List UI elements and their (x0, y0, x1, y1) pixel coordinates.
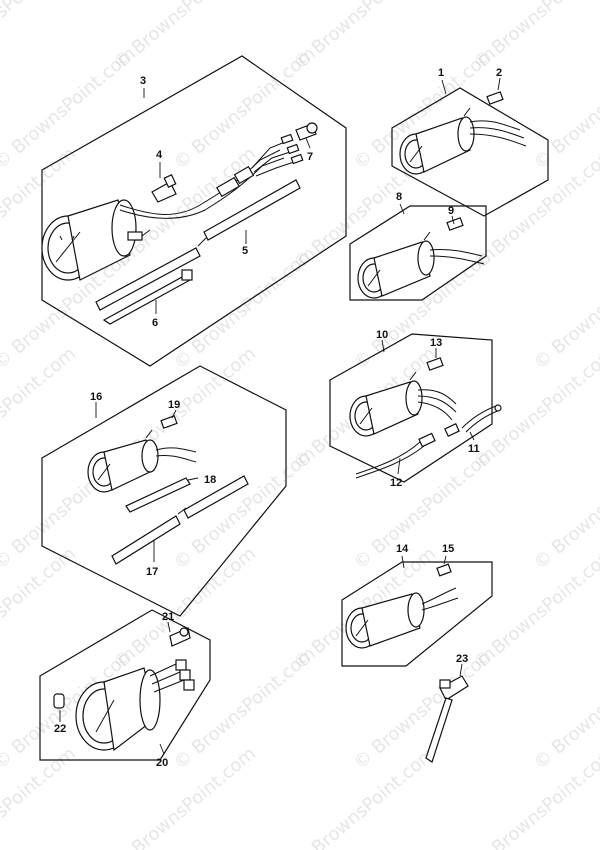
callout-7: 7 (307, 151, 313, 163)
callout-8: 8 (396, 191, 402, 203)
tube-5-illustration (95, 179, 301, 311)
callout-1: 1 (438, 67, 444, 79)
callout-14: 14 (396, 543, 409, 555)
watermark-text: © BrownsPoint.com (0, 0, 80, 74)
callout-5: 5 (242, 245, 248, 257)
callout-9: 9 (448, 205, 454, 217)
group-16-outline (41, 365, 287, 617)
callout-16: 16 (90, 391, 102, 403)
group-20-gauge-kit (39, 609, 211, 761)
part-23-illustration (425, 663, 469, 763)
group-1-outline (391, 87, 549, 217)
callout-4: 4 (156, 149, 163, 161)
group-16-gauge-kit (41, 365, 287, 617)
group-8-gauge-kit (349, 203, 487, 301)
callout-13: 13 (430, 337, 442, 349)
watermark-text: © BrownsPoint.com (530, 443, 600, 574)
callout-12: 12 (390, 477, 402, 489)
group-14-gauge-kit (341, 555, 493, 667)
callout-17: 17 (146, 566, 158, 578)
callout-15: 15 (442, 543, 454, 555)
group-3-outline (41, 55, 347, 367)
bulb-4-illustration (151, 173, 177, 203)
group-14-outline (341, 561, 493, 667)
callout-19: 19 (168, 399, 180, 411)
group-20-outline (39, 609, 211, 761)
group-10-gauge-kit (329, 333, 502, 483)
socket-7-illustration (295, 122, 318, 141)
group-8-outline (349, 205, 487, 301)
callout-22: 22 (54, 723, 66, 735)
gauge-3-illustration (41, 133, 304, 281)
callout-18: 18 (204, 474, 216, 486)
group-1-gauge-kit (391, 77, 549, 217)
tie-6-illustration (102, 269, 193, 325)
callout-20: 20 (156, 757, 168, 769)
callout-21: 21 (162, 611, 174, 623)
watermark-text: © BrownsPoint.com (530, 243, 600, 374)
watermark-text: © BrownsPoint.com (530, 643, 600, 774)
watermark-text: © BrownsPoint.com (530, 43, 600, 174)
callout-6: 6 (152, 317, 158, 329)
callout-3: 3 (140, 75, 146, 87)
group-10-outline (329, 333, 493, 483)
callout-10: 10 (376, 329, 388, 341)
group-3-tachometer-kit (41, 55, 347, 367)
callout-23: 23 (456, 653, 468, 665)
callout-labels: 3 4 7 5 6 1 2 8 9 10 13 11 12 16 19 18 1… (54, 67, 502, 769)
callout-11: 11 (468, 443, 480, 455)
callout-2: 2 (496, 67, 502, 79)
